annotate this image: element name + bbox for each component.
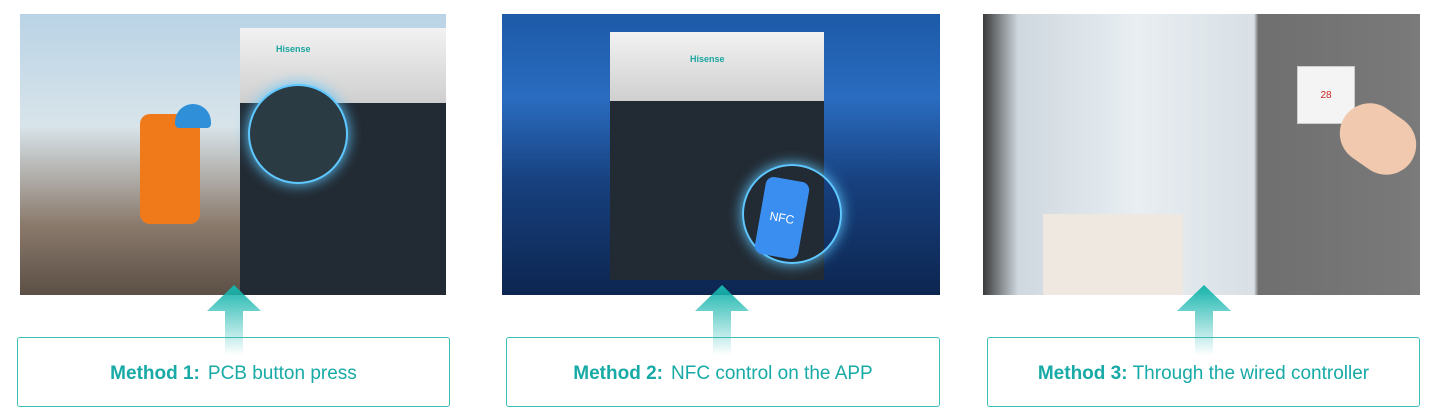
- method-text: PCB button press: [207, 363, 357, 384]
- hard-hat-icon: [175, 104, 211, 128]
- method-3-caption: Method 3:Through the wired controller: [987, 337, 1420, 407]
- method-text: NFC control on the APP: [671, 363, 873, 384]
- brand-logo: Hisense: [690, 54, 725, 64]
- method-1-caption: Method 1: PCB button press: [17, 337, 450, 407]
- brand-logo: Hisense: [276, 44, 311, 54]
- method-text: Through the wired controller: [1132, 363, 1370, 384]
- method-2-photo: Hisense NFC: [502, 14, 940, 295]
- arrow-up-icon: [207, 285, 261, 355]
- technician: [140, 114, 200, 224]
- method-label: Method 3:: [1037, 363, 1128, 384]
- method-1-photo: Hisense: [20, 14, 446, 295]
- arrow-up-icon: [1177, 285, 1231, 355]
- nfc-highlight-circle: [742, 164, 842, 264]
- method-3-photo: 28: [983, 14, 1420, 295]
- office-desk: [1043, 214, 1183, 295]
- method-label: Method 1:: [110, 363, 200, 384]
- arrow-up-icon: [695, 285, 749, 355]
- method-label: Method 2:: [573, 363, 663, 384]
- pcb-highlight-circle: [248, 84, 348, 184]
- method-2-caption: Method 2: NFC control on the APP: [506, 337, 940, 407]
